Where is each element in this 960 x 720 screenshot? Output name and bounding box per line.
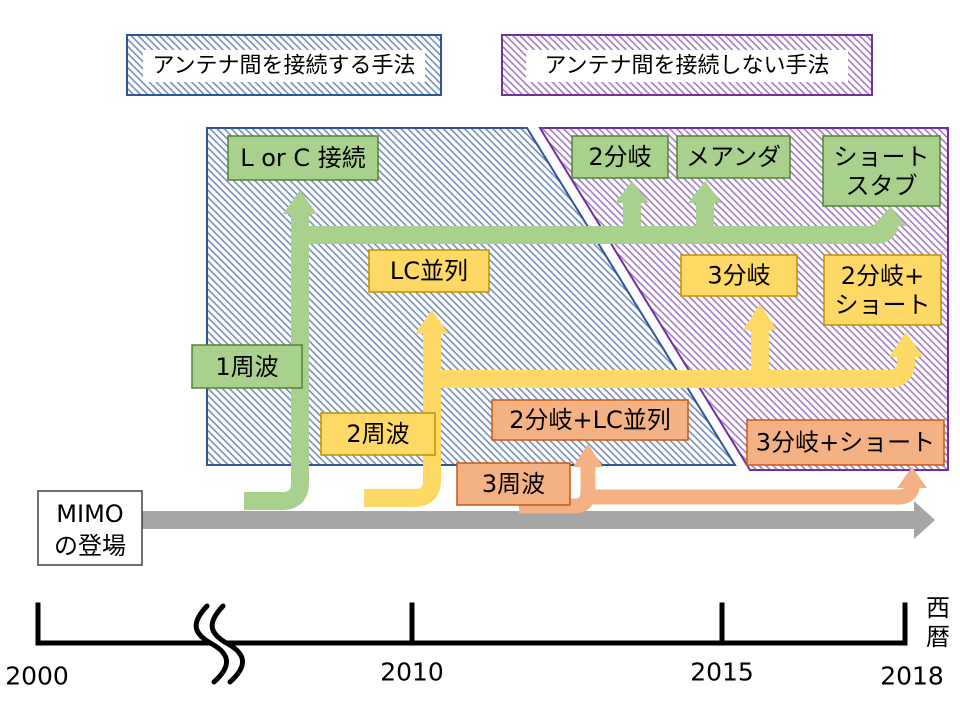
dual-band-arrows — [364, 304, 923, 507]
three-branch-short-arrowhead — [897, 467, 927, 488]
single-band-methods: L or C 接続 2分岐 メアンダ ショート スタブ 1周波 — [191, 135, 941, 389]
dual-band-box — [320, 412, 436, 456]
meander-arrowhead — [688, 181, 722, 203]
origin-label-line2: の登場 — [54, 532, 126, 560]
origin-label-line1: MIMO — [56, 500, 123, 528]
timeline-break-mark-left — [193, 603, 229, 685]
lc-parallel-arrowhead — [415, 310, 449, 334]
timeline-break-mark-right — [209, 603, 245, 685]
short-stub-box — [822, 135, 941, 207]
lc-parallel-label: LC並列 — [390, 257, 468, 285]
short-stub-arrowhead — [873, 207, 907, 226]
timeline: 2000 2010 2015 2018 西 暦 — [5, 594, 950, 691]
two-branch-short-box — [823, 254, 942, 326]
legend-connected-text-bg — [143, 50, 425, 82]
three-branch-short-label: 3分岐+ショート — [756, 429, 935, 457]
single-band-arrows — [244, 181, 907, 510]
legend-not-connected-label: アンテナ間を接続しない手法 — [544, 54, 829, 79]
origin-box-group: MIMO の登場 — [37, 490, 143, 566]
two-branch-lc-parallel-label: 2分岐+LC並列 — [509, 406, 671, 434]
year-label-2000: 2000 — [5, 662, 69, 691]
three-branch-short-box — [746, 419, 945, 466]
single-band-box — [191, 344, 303, 389]
meander-box — [676, 135, 791, 179]
two-branch-lc-parallel-arrowhead — [573, 444, 603, 467]
triple-band-arrows — [519, 444, 927, 514]
year-label-2010: 2010 — [380, 658, 444, 687]
year-label-2018: 2018 — [880, 662, 944, 691]
short-stub-label-line1: ショート — [834, 143, 930, 171]
two-branch-short-label-line1: 2分岐+ — [841, 262, 924, 290]
triple-band-methods: 2分岐+LC並列 3分岐+ショート 3周波 — [456, 399, 945, 506]
dual-band-branch-line — [432, 352, 915, 388]
two-branch-short-arrowhead — [889, 332, 923, 357]
single-band-main-arrow — [244, 214, 309, 510]
two-branch-box — [571, 135, 669, 179]
triple-band-box — [456, 462, 571, 506]
two-branch-short-label-line2: ショート — [835, 291, 931, 319]
two-branch-label: 2分岐 — [588, 143, 651, 171]
legend-not-connected: アンテナ間を接続しない手法 — [501, 34, 873, 96]
short-stub-label-line2: スタブ — [846, 172, 918, 200]
meander-label: メアンダ — [686, 143, 781, 171]
dual-band-label: 2周波 — [346, 420, 409, 448]
origin-arrow-head — [914, 501, 935, 539]
timeline-unit-char2: 暦 — [926, 623, 950, 651]
legend-connected: アンテナ間を接続する手法 — [126, 34, 442, 96]
origin-arrow-shaft — [142, 511, 916, 529]
dual-band-methods: LC並列 3分岐 2分岐+ ショート 2周波 — [320, 249, 942, 456]
dual-band-main-arrow — [364, 334, 441, 507]
single-band-main-arrowhead — [283, 190, 317, 214]
legend-not-connected-text-bg — [526, 50, 848, 82]
three-branch-label: 3分岐 — [707, 262, 770, 290]
lc-connection-label: L or C 接続 — [240, 144, 366, 172]
single-band-label: 1周波 — [215, 353, 278, 381]
timeline-break-gap — [198, 601, 241, 687]
two-branch-arrowhead — [615, 181, 649, 203]
origin-box — [37, 490, 143, 566]
two-branch-lc-parallel-box — [491, 399, 689, 441]
year-label-2015: 2015 — [690, 658, 754, 687]
three-branch-arrowhead — [743, 304, 777, 330]
three-branch-box — [680, 254, 798, 297]
origin-arrow — [142, 501, 935, 539]
lc-connection-box — [227, 135, 379, 181]
timeline-unit-char1: 西 — [926, 594, 950, 622]
legend-connected-label: アンテナ間を接続する手法 — [152, 54, 415, 79]
lc-parallel-box — [368, 249, 490, 293]
triple-band-label: 3周波 — [482, 470, 545, 498]
